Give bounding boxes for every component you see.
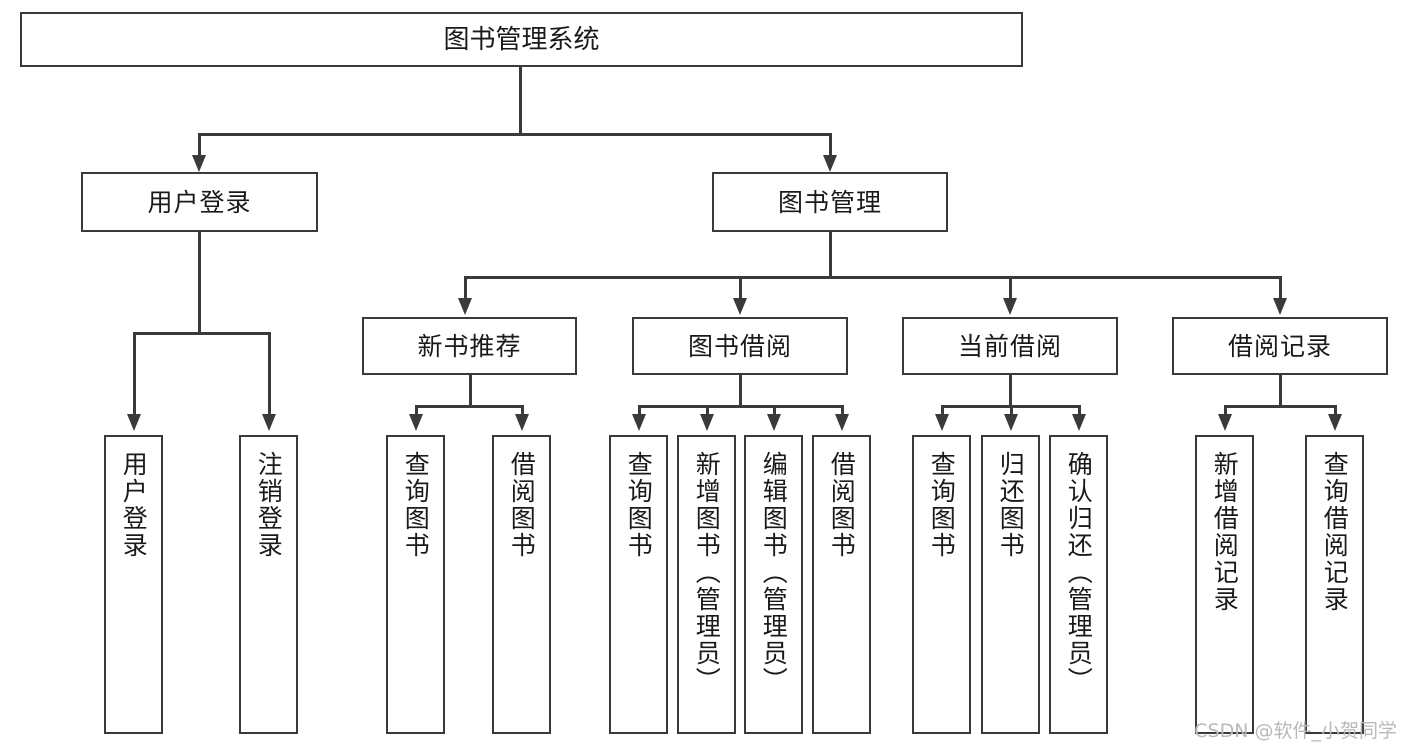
arrowhead-book-manage: [823, 155, 837, 172]
node-label: 查询图书: [624, 451, 654, 559]
arrowhead-book-borrow-leaf-3: [767, 414, 781, 431]
arrowhead-new-book: [458, 298, 472, 315]
arrowhead-current-borrow-leaf-1: [935, 414, 949, 431]
connector-new-book-to-leaf-2: [521, 405, 524, 418]
arrowhead-current-borrow-leaf-3: [1072, 414, 1086, 431]
node-label: 借阅图书: [827, 451, 857, 559]
node-label: 用户登录: [147, 187, 252, 217]
arrowhead-user-login-leaf-1: [127, 414, 141, 431]
leaf-book-borrow-borrow[interactable]: 借阅图书: [812, 435, 871, 734]
leaf-book-borrow-add[interactable]: 新增图书（管理员）: [677, 435, 736, 734]
leaf-new-book-borrow[interactable]: 借阅图书: [492, 435, 551, 734]
node-label: 新增图书（管理员）: [692, 451, 722, 694]
node-label: 新增借阅记录: [1210, 451, 1240, 613]
connector-current-borrow-to-leaf-3: [1078, 405, 1081, 418]
leaf-book-borrow-edit[interactable]: 编辑图书（管理员）: [744, 435, 803, 734]
node-label: 查询图书: [927, 451, 957, 559]
connector-current-borrow-to-leaf-2: [1010, 405, 1013, 418]
watermark-text: CSDN @软件_小贺同学: [1194, 720, 1397, 742]
arrowhead-current-borrow-leaf-2: [1004, 414, 1018, 431]
leaf-current-borrow-confirm[interactable]: 确认归还（管理员）: [1049, 435, 1108, 734]
connector-user-login-stem: [198, 232, 201, 334]
node-label: 当前借阅: [957, 331, 1062, 361]
arrowhead-borrow-record-leaf-1: [1218, 414, 1232, 431]
connector-user-login-bus: [133, 332, 270, 335]
arrowhead-book-borrow: [733, 298, 747, 315]
connector-borrow-record-stem: [1279, 375, 1282, 407]
node-new-book[interactable]: 新书推荐: [362, 317, 577, 375]
node-label: 注销登录: [254, 451, 284, 559]
node-label: 图书管理: [777, 187, 882, 217]
arrowhead-book-borrow-leaf-2: [700, 414, 714, 431]
leaf-current-borrow-return[interactable]: 归还图书: [981, 435, 1040, 734]
connector-book-borrow-to-leaf-1: [638, 405, 641, 418]
connector-book-manage-to-book-borrow: [739, 276, 742, 302]
node-label: 图书借阅: [687, 331, 792, 361]
connector-book-borrow-to-leaf-2: [706, 405, 709, 418]
node-label: 归还图书: [996, 451, 1026, 559]
node-label: 确认归还（管理员）: [1064, 451, 1094, 694]
leaf-borrow-record-query[interactable]: 查询借阅记录: [1305, 435, 1364, 734]
arrowhead-book-borrow-leaf-1: [632, 414, 646, 431]
connector-borrow-record-to-leaf-2: [1334, 405, 1337, 418]
node-borrow-record[interactable]: 借阅记录: [1172, 317, 1388, 375]
connector-book-borrow-to-leaf-4: [841, 405, 844, 418]
connector-user-login-to-leaf-2: [268, 332, 271, 418]
connector-book-manage-to-current-borrow: [1009, 276, 1012, 302]
node-label: 查询借阅记录: [1320, 451, 1350, 613]
arrowhead-user-login: [192, 155, 206, 172]
connector-root-bus: [198, 133, 832, 136]
arrowhead-book-borrow-leaf-4: [835, 414, 849, 431]
connector-new-book-stem: [469, 375, 472, 407]
leaf-new-book-query[interactable]: 查询图书: [386, 435, 445, 734]
arrowhead-current-borrow: [1003, 298, 1017, 315]
node-label: 用户登录: [119, 451, 149, 559]
connector-current-borrow-to-leaf-1: [941, 405, 944, 418]
node-label: 借阅图书: [507, 451, 537, 559]
leaf-current-borrow-query[interactable]: 查询图书: [912, 435, 971, 734]
connector-book-manage-to-new-book: [464, 276, 467, 302]
leaf-borrow-record-add[interactable]: 新增借阅记录: [1195, 435, 1254, 734]
node-label: 新书推荐: [417, 331, 522, 361]
leaf-user-login-logout[interactable]: 注销登录: [239, 435, 298, 734]
node-user-login[interactable]: 用户登录: [81, 172, 318, 232]
arrowhead-new-book-leaf-2: [515, 414, 529, 431]
arrowhead-borrow-record-leaf-2: [1328, 414, 1342, 431]
connector-book-borrow-to-leaf-3: [773, 405, 776, 418]
connector-root-stem: [519, 67, 522, 135]
connector-borrow-record-bus: [1224, 405, 1336, 408]
node-label: 编辑图书（管理员）: [759, 451, 789, 694]
connector-book-manage-to-borrow-record: [1279, 276, 1282, 302]
connector-book-manage-stem: [829, 232, 832, 278]
node-book-borrow[interactable]: 图书借阅: [632, 317, 848, 375]
node-book-manage[interactable]: 图书管理: [712, 172, 948, 232]
node-label: 借阅记录: [1227, 331, 1332, 361]
arrowhead-user-login-leaf-2: [262, 414, 276, 431]
node-label: 查询图书: [401, 451, 431, 559]
connector-root-to-user-login: [198, 133, 201, 161]
arrowhead-borrow-record: [1273, 298, 1287, 315]
node-root-system[interactable]: 图书管理系统: [20, 12, 1023, 67]
connector-book-manage-bus: [464, 276, 1280, 279]
arrowhead-new-book-leaf-1: [409, 414, 423, 431]
connector-book-borrow-bus: [638, 405, 843, 408]
connector-new-book-to-leaf-1: [415, 405, 418, 418]
connector-root-to-book-manage: [829, 133, 832, 161]
node-label: 图书管理系统: [443, 24, 600, 55]
leaf-book-borrow-query[interactable]: 查询图书: [609, 435, 668, 734]
leaf-user-login-login[interactable]: 用户登录: [104, 435, 163, 734]
connector-user-login-to-leaf-1: [133, 332, 136, 418]
node-current-borrow[interactable]: 当前借阅: [902, 317, 1118, 375]
connector-borrow-record-to-leaf-1: [1224, 405, 1227, 418]
connector-new-book-bus: [415, 405, 524, 408]
connector-current-borrow-stem: [1009, 375, 1012, 407]
connector-book-borrow-stem: [739, 375, 742, 407]
